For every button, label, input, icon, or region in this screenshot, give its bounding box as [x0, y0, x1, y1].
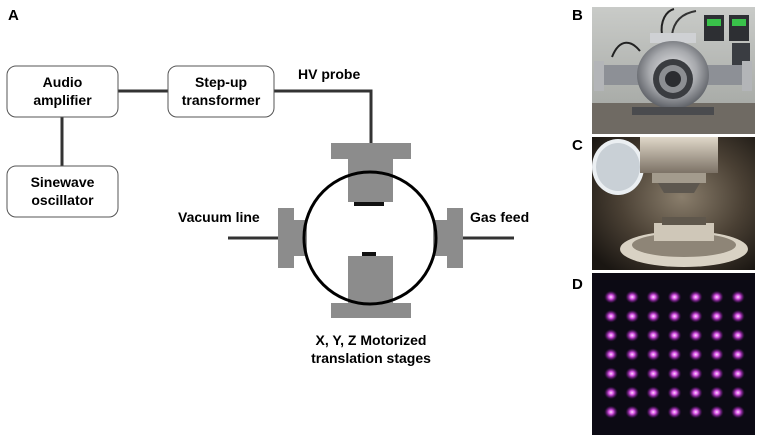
plasma-spot [646, 290, 661, 304]
plasma-spot [731, 367, 745, 381]
plasma-spot [667, 328, 682, 342]
audio-amplifier-label-2: amplifier [33, 92, 92, 108]
left-port-flange [278, 208, 294, 268]
vacuum-line-label: Vacuum line [178, 209, 260, 225]
plasma-spot [625, 290, 640, 304]
stages-label-2: translation stages [311, 350, 431, 366]
wire-hv-probe [274, 89, 373, 143]
panel-label-c: C [572, 137, 583, 154]
sinewave-oscillator-label-1: Sinewave [31, 174, 95, 190]
schematic-diagram: Audio amplifier Step-up transformer Sine… [6, 65, 529, 366]
panel-label-b: B [572, 7, 583, 24]
plasma-spot [667, 309, 682, 323]
plasma-spot [688, 290, 703, 304]
plasma-spot [646, 367, 661, 381]
plasma-spot [731, 309, 745, 323]
plasma-spot [688, 309, 703, 323]
panel-label-d: D [572, 276, 583, 293]
plasma-spot [709, 348, 724, 361]
plasma-spot [646, 405, 661, 419]
plasma-spot [731, 348, 745, 361]
top-electrode-body [348, 158, 393, 202]
chamber-interior-photo [592, 137, 755, 270]
right-port-flange [447, 208, 463, 268]
plasma-spot [625, 386, 640, 400]
plasma-spot [646, 309, 661, 323]
plasma-spot [731, 290, 745, 304]
plasma-spot [625, 405, 640, 419]
plasma-spot [625, 367, 640, 381]
sinewave-oscillator-block: Sinewave oscillator [6, 165, 119, 218]
stepup-transformer-label-1: Step-up [195, 74, 247, 90]
bottom-electrode-flange [331, 303, 411, 318]
top-electrode-flange [331, 143, 411, 159]
plasma-spot [688, 348, 703, 361]
plasma-spot [688, 386, 703, 400]
plasma-spot [709, 328, 724, 342]
gas-feed-label: Gas feed [470, 209, 529, 225]
plasma-spot [604, 405, 618, 419]
plasma-spot [667, 405, 682, 419]
hv-probe-label: HV probe [298, 66, 360, 82]
plasma-spot [646, 328, 661, 342]
audio-amplifier-block: Audio amplifier [6, 65, 119, 118]
panel-label-a: A [8, 7, 19, 24]
wires [60, 89, 514, 240]
plasma-spot [604, 348, 618, 361]
plasma-spot [604, 290, 618, 304]
plasma-spot [709, 309, 724, 323]
stages-label-1: X, Y, Z Motorized [316, 332, 427, 348]
vacuum-chamber [302, 170, 438, 306]
plasma-spot [646, 386, 661, 400]
stepup-transformer-label-2: transformer [182, 92, 261, 108]
plasma-spot [625, 309, 640, 323]
top-electrode-tip [354, 202, 384, 206]
bottom-electrode-body [348, 256, 393, 304]
plasma-spot [688, 367, 703, 381]
plasma-spot [709, 386, 724, 400]
plasma-spot [604, 367, 618, 381]
plasma-spot [667, 290, 682, 304]
plasma-array-photo [592, 273, 755, 435]
plasma-spot [709, 405, 724, 419]
plasma-spot [709, 290, 724, 304]
plasma-spot [667, 386, 682, 400]
stepup-transformer-block: Step-up transformer [167, 65, 275, 118]
plasma-spot [604, 386, 618, 400]
plasma-spot [688, 328, 703, 342]
plasma-spot [667, 367, 682, 381]
plasma-spot [625, 348, 640, 361]
plasma-spot [667, 348, 682, 361]
plasma-spot [688, 405, 703, 419]
plasma-spot-grid [604, 290, 745, 419]
chamber-ports [278, 143, 463, 318]
plasma-spot [731, 328, 745, 342]
audio-amplifier-label-1: Audio [43, 74, 83, 90]
plasma-spot [625, 328, 640, 342]
sinewave-oscillator-label-2: oscillator [31, 192, 94, 208]
bottom-electrode-tip [362, 252, 376, 256]
plasma-spot [646, 348, 661, 361]
plasma-spot [731, 386, 745, 400]
apparatus-photo [592, 7, 755, 134]
plasma-spot [709, 367, 724, 381]
plasma-spot [604, 328, 618, 342]
plasma-spot [731, 405, 745, 419]
plasma-spot [604, 309, 618, 323]
